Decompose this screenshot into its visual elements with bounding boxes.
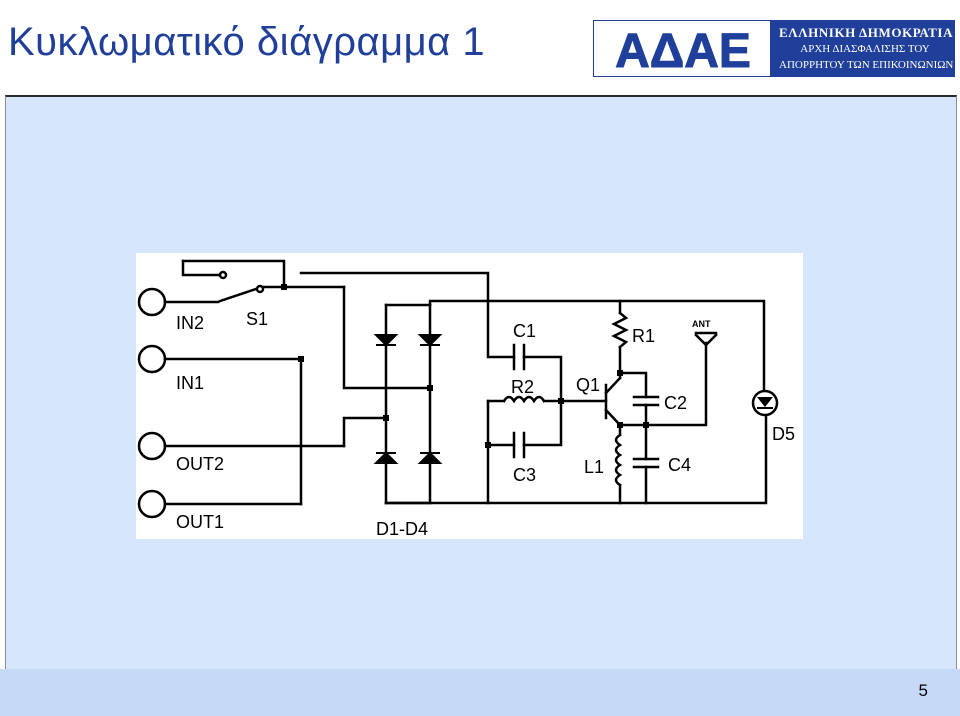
label-d1-d4: D1-D4 (376, 519, 428, 539)
circuit-wires (137, 259, 768, 519)
led-d5 (751, 389, 779, 417)
label-ant: ANT (692, 319, 711, 329)
label-q1: Q1 (576, 375, 600, 395)
label-r2: R2 (511, 377, 534, 397)
label-in1: IN1 (176, 373, 204, 393)
adae-logo: ΑΔΑΕ ΕΛΛΗΝΙΚΗ ΔΗΜΟΚΡΑΤΙΑ ΑΡΧΗ ΔΙΑΣΦΑΛΙΣΗ… (593, 20, 955, 79)
bridge-diodes (373, 334, 443, 464)
label-l1: L1 (584, 457, 604, 477)
label-c4: C4 (668, 455, 691, 475)
label-r1: R1 (632, 326, 655, 346)
label-in2: IN2 (176, 313, 204, 333)
page-number: 5 (918, 681, 928, 700)
circuit-diagram: IN2 IN1 OUT2 OUT1 S1 D1-D4 C1 R2 C3 Q1 R… (136, 253, 803, 539)
adae-logo-text: ΕΛΛΗΝΙΚΗ ΔΗΜΟΚΡΑΤΙΑ ΑΡΧΗ ΔΙΑΣΦΑΛΙΣΗΣ ΤΟΥ… (779, 24, 954, 73)
label-c2: C2 (664, 393, 687, 413)
label-d5: D5 (772, 424, 795, 444)
logo-line-1: ΕΛΛΗΝΙΚΗ ΔΗΜΟΚΡΑΤΙΑ (779, 25, 954, 40)
slide-footer: 5 (0, 669, 960, 716)
label-out1: OUT1 (176, 512, 224, 532)
label-c3: C3 (513, 465, 536, 485)
label-c1: C1 (513, 321, 536, 341)
slide-title: Κυκλωματικό διάγραμμα 1 (8, 20, 486, 64)
label-out2: OUT2 (176, 454, 224, 474)
logo-line-2: ΑΡΧΗ ΔΙΑΣΦΑΛΙΣΗΣ ΤΟΥ (800, 43, 930, 55)
adae-logo-mark: ΑΔΑΕ (593, 20, 771, 79)
slide-header: Κυκλωματικό διάγραμμα 1 ΑΔΑΕ ΕΛΛΗΝΙΚΗ ΔΗ… (0, 0, 960, 95)
adae-mark-text: ΑΔΑΕ (615, 25, 751, 78)
logo-line-3: ΑΠΟΡΡΗΤΟΥ ΤΩΝ ΕΠΙΚΟΙΝΩΝΙΩΝ (779, 59, 954, 71)
label-s1: S1 (246, 309, 268, 329)
junction-dots (281, 284, 649, 448)
